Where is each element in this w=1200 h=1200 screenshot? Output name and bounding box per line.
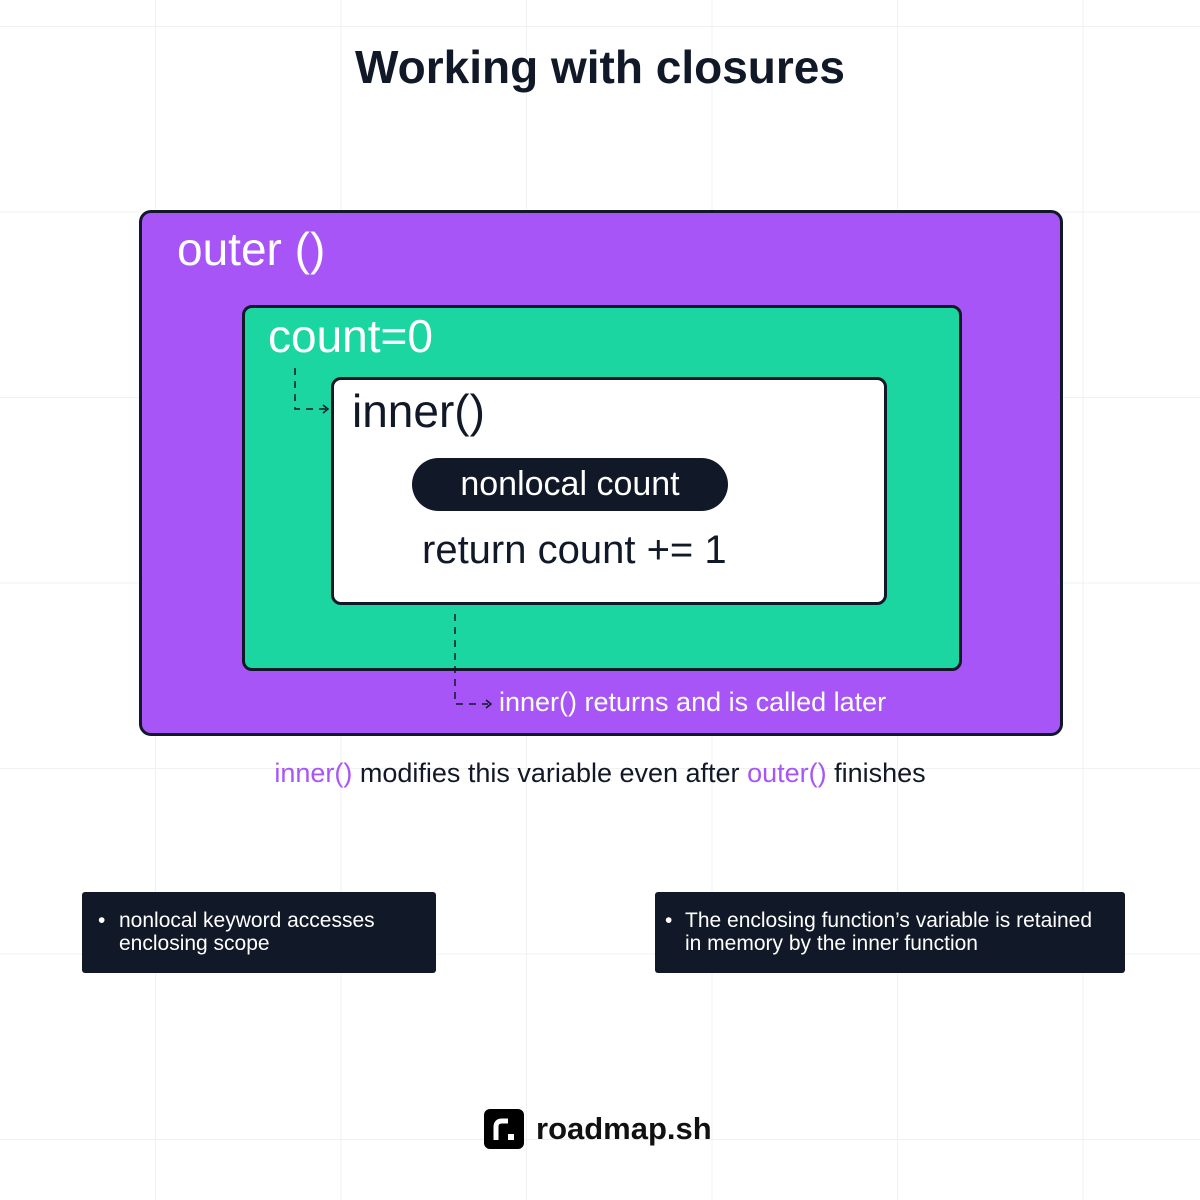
caption-text-end: finishes: [826, 758, 926, 788]
caption: inner() modifies this variable even afte…: [0, 758, 1200, 789]
count-to-inner-arrow: [294, 368, 326, 410]
brand: roadmap.sh: [484, 1109, 712, 1149]
note-nonlocal: • nonlocal keyword accesses enclosing sc…: [82, 892, 436, 973]
return-line: return count += 1: [422, 528, 727, 572]
note-text: nonlocal keyword accesses enclosing scop…: [119, 909, 375, 955]
outer-label: outer (): [177, 223, 326, 275]
caption-outer: outer(): [747, 758, 827, 788]
arrowhead-icon: [485, 699, 493, 709]
note-text: The enclosing function’s variable is ret…: [685, 909, 1093, 955]
page-title: Working with closures: [355, 41, 845, 93]
caption-inner: inner(): [274, 758, 353, 788]
inner-label: inner(): [352, 385, 485, 437]
roadmap-logo-icon: [484, 1109, 524, 1149]
note-retained: • The enclosing function’s variable is r…: [655, 892, 1125, 973]
caption-text: modifies this variable even after: [352, 758, 748, 788]
bullet: •: [98, 909, 106, 932]
brand-name: roadmap.sh: [536, 1111, 712, 1146]
bullet: •: [665, 909, 673, 932]
nonlocal-pill: nonlocal count: [412, 458, 728, 511]
inner-return-arrow: [454, 614, 488, 705]
arrowhead-icon: [322, 404, 330, 414]
returns-note: inner() returns and is called later: [499, 687, 887, 717]
count-label: count=0: [268, 310, 433, 362]
